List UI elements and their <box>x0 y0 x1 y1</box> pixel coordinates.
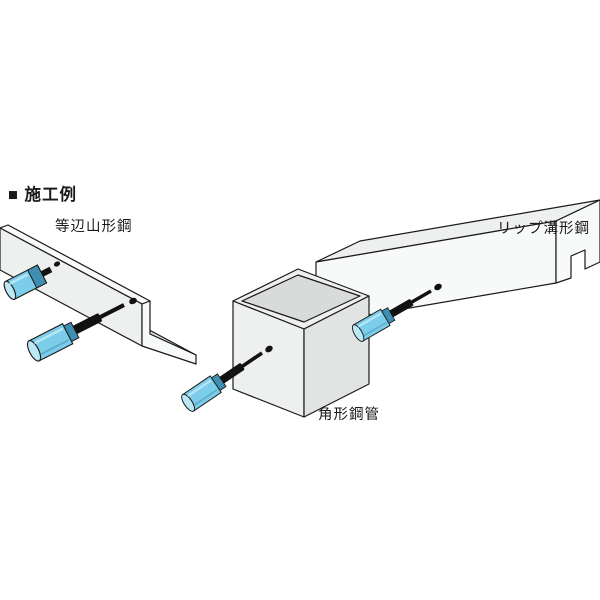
label-lipped-channel: リップ溝形鋼 <box>497 220 590 237</box>
label-angle-steel: 等辺山形鋼 <box>55 217 133 235</box>
tube-open-interior <box>241 274 361 323</box>
angle-anchor-hole <box>53 261 61 267</box>
angle-end-cut-face <box>141 300 197 365</box>
section-heading: ■ 施工例 <box>8 184 77 204</box>
channel-bolt-hole <box>434 283 442 291</box>
lipped-channel-illustration <box>315 199 600 325</box>
angle-steel-illustration <box>0 224 197 365</box>
channel-end-profile <box>555 199 600 284</box>
tube-bolt-hole <box>265 345 273 353</box>
label-square-tube: 角形鋼管 <box>318 406 380 423</box>
square-tube-illustration <box>232 268 370 418</box>
angle-bolt-hole <box>129 297 137 305</box>
